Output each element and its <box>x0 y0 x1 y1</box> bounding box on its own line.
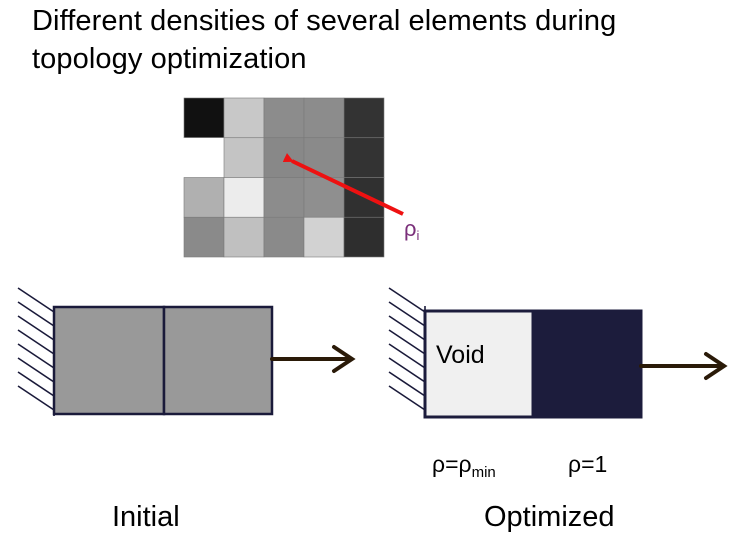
density-cell <box>183 216 225 258</box>
initial-element-right <box>162 305 274 416</box>
density-cell <box>183 97 225 139</box>
density-cell <box>223 177 265 218</box>
initial-load-arrow <box>270 345 356 373</box>
optimized-fixed-support <box>388 287 426 416</box>
optimized-caption: Optimized <box>484 501 615 533</box>
density-cell <box>263 97 305 139</box>
density-cell <box>343 137 385 178</box>
page-title: Different densities of several elements … <box>32 2 722 78</box>
density-cell <box>223 137 265 178</box>
density-cell <box>223 216 265 258</box>
density-cell <box>303 216 345 258</box>
density-cell <box>343 216 385 258</box>
density-grid <box>183 97 385 258</box>
density-label: ρi <box>404 216 420 243</box>
density-cell <box>263 216 305 258</box>
density-cell <box>263 177 305 218</box>
initial-fixed-support <box>17 287 55 416</box>
density-cell <box>223 97 265 139</box>
title-line-2: topology optimization <box>32 43 307 75</box>
density-cell <box>263 137 305 178</box>
density-cell <box>183 177 225 218</box>
density-cell <box>184 137 224 178</box>
density-cell <box>303 97 345 139</box>
optimized-load-arrow <box>639 352 728 380</box>
void-label: Void <box>436 341 485 369</box>
initial-caption: Initial <box>112 501 180 533</box>
density-cell <box>343 97 385 139</box>
solid-element <box>531 309 643 419</box>
void-element <box>423 309 535 419</box>
initial-element-left <box>52 305 166 416</box>
rho-min-label: ρ=ρmin <box>432 451 496 481</box>
rho-one-label: ρ=1 <box>568 451 607 477</box>
title-line-1: Different densities of several elements … <box>32 5 617 37</box>
density-pointer-arrow <box>282 153 404 216</box>
